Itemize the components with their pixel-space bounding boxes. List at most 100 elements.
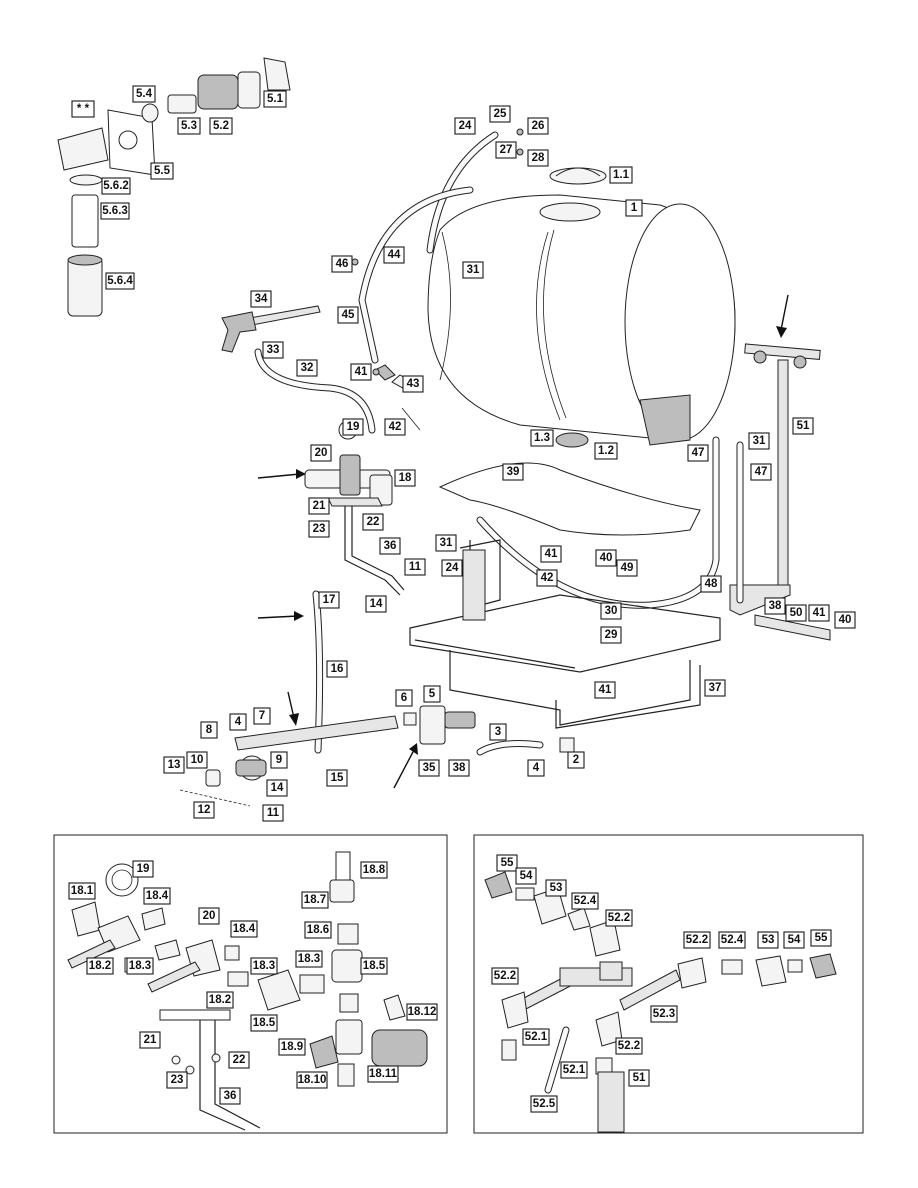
svg-text:5.6.3: 5.6.3: [102, 205, 128, 217]
svg-text:43: 43: [407, 378, 420, 390]
svg-text:18.11: 18.11: [369, 1068, 398, 1080]
svg-text:33: 33: [267, 344, 280, 356]
svg-text:54: 54: [788, 934, 801, 946]
svg-text:31: 31: [753, 435, 766, 447]
svg-text:41: 41: [545, 548, 558, 560]
svg-text:8: 8: [206, 724, 213, 736]
callout-11-b: 11: [262, 804, 284, 822]
svg-text:39: 39: [507, 466, 520, 478]
svg-text:52.2: 52.2: [608, 912, 630, 924]
callout-5-6-3: 5.6.3: [100, 202, 130, 220]
svg-text:25: 25: [494, 108, 507, 120]
callout-31-c: 31: [435, 534, 457, 552]
dl-callout-18-3-b: 18.3: [250, 957, 278, 975]
tank: [427, 194, 736, 446]
svg-text:18.2: 18.2: [209, 994, 231, 1006]
svg-text:24: 24: [446, 562, 459, 574]
dr-callout-52-1-b: 52.1: [560, 1061, 588, 1079]
svg-text:4: 4: [533, 762, 540, 774]
dr-callout-52-5: 52.5: [530, 1095, 558, 1113]
svg-text:52.4: 52.4: [721, 934, 744, 946]
dr-callout-52-2-d: 52.2: [615, 1037, 643, 1055]
dr-callout-52-2-c: 52.2: [491, 967, 519, 985]
callout-2: 2: [567, 751, 585, 769]
svg-text:52.5: 52.5: [533, 1098, 556, 1110]
svg-text:6: 6: [401, 692, 407, 704]
svg-text:9: 9: [276, 754, 282, 766]
svg-text:18.1: 18.1: [71, 885, 94, 897]
svg-text:18.5: 18.5: [363, 960, 386, 972]
svg-text:26: 26: [532, 120, 545, 132]
dl-callout-18-2-a: 18.2: [86, 957, 114, 975]
dr-callout-52-2-b: 52.2: [683, 931, 711, 949]
callout-3: 3: [489, 723, 507, 741]
dl-callout-18-3-a: 18.3: [126, 957, 154, 975]
callout-51: 51: [792, 417, 814, 435]
dr-callout-53-a: 53: [545, 879, 567, 897]
svg-text:34: 34: [255, 293, 268, 305]
callout-1-3: 1.3: [530, 429, 554, 447]
dr-callout-52-3: 52.3: [650, 1005, 678, 1023]
callout-30: 30: [600, 602, 622, 620]
svg-text:19: 19: [137, 863, 150, 875]
callout-29: 29: [600, 626, 622, 644]
svg-text:4: 4: [235, 716, 242, 728]
dl-callout-18-3-c: 18.3: [295, 950, 323, 968]
detail-right-callouts: 55 54 53 52.4 52.2 52.2 52.4 53 54 55 52…: [491, 854, 832, 1113]
svg-text:41: 41: [813, 607, 826, 619]
svg-text:28: 28: [532, 152, 545, 164]
detail-right-parts: [484, 871, 837, 1133]
callout-10: 10: [186, 751, 208, 769]
dr-callout-54-a: 54: [515, 867, 537, 885]
svg-text:* *: * *: [77, 103, 90, 115]
callout-24: 24: [454, 117, 476, 135]
callout-5-6-4: 5.6.4: [105, 272, 135, 290]
dl-callout-19: 19: [132, 860, 154, 878]
callout-33: 33: [262, 341, 284, 359]
dl-callout-18-4-b: 18.4: [230, 920, 258, 938]
svg-text:18.4: 18.4: [233, 923, 256, 935]
callout-20: 20: [310, 444, 332, 462]
indicator-arrows: [257, 294, 789, 789]
svg-text:5: 5: [429, 688, 436, 700]
svg-text:45: 45: [342, 309, 355, 321]
callout-1: 1: [625, 199, 643, 217]
callout-22: 22: [362, 513, 384, 531]
callout-26: 26: [527, 117, 549, 135]
callout-40-a: 40: [595, 549, 617, 567]
svg-text:54: 54: [520, 870, 533, 882]
svg-text:31: 31: [467, 264, 480, 276]
callout-18: 18: [394, 469, 416, 487]
callout-19: 19: [342, 418, 364, 436]
svg-text:21: 21: [144, 1034, 157, 1046]
svg-text:24: 24: [459, 120, 472, 132]
dl-callout-23: 23: [166, 1071, 188, 1089]
callout-41-b: 41: [540, 545, 562, 563]
frame: [409, 539, 721, 729]
svg-text:16: 16: [331, 663, 344, 675]
svg-text:41: 41: [355, 366, 368, 378]
tank-lid: [549, 167, 607, 185]
callout-25: 25: [489, 105, 511, 123]
dr-callout-55-b: 55: [810, 929, 832, 947]
callout-7: 7: [253, 707, 271, 725]
svg-text:5.4: 5.4: [136, 88, 153, 100]
svg-text:27: 27: [500, 144, 513, 156]
callout-48: 48: [700, 575, 722, 593]
svg-text:52.2: 52.2: [494, 970, 516, 982]
callout-32: 32: [296, 359, 318, 377]
svg-text:51: 51: [797, 420, 810, 432]
dl-callout-21: 21: [139, 1031, 161, 1049]
svg-text:52.3: 52.3: [653, 1008, 675, 1020]
dl-callout-18-10: 18.10: [296, 1071, 328, 1089]
callout-star: * *: [71, 100, 95, 118]
detail-panel-left: [53, 834, 448, 1134]
svg-text:40: 40: [600, 552, 613, 564]
pump: [205, 755, 267, 787]
dl-callout-18-5-a: 18.5: [360, 957, 388, 975]
callout-12: 12: [193, 801, 215, 819]
svg-text:23: 23: [313, 523, 326, 535]
svg-text:11: 11: [409, 561, 422, 573]
svg-text:20: 20: [315, 447, 328, 459]
